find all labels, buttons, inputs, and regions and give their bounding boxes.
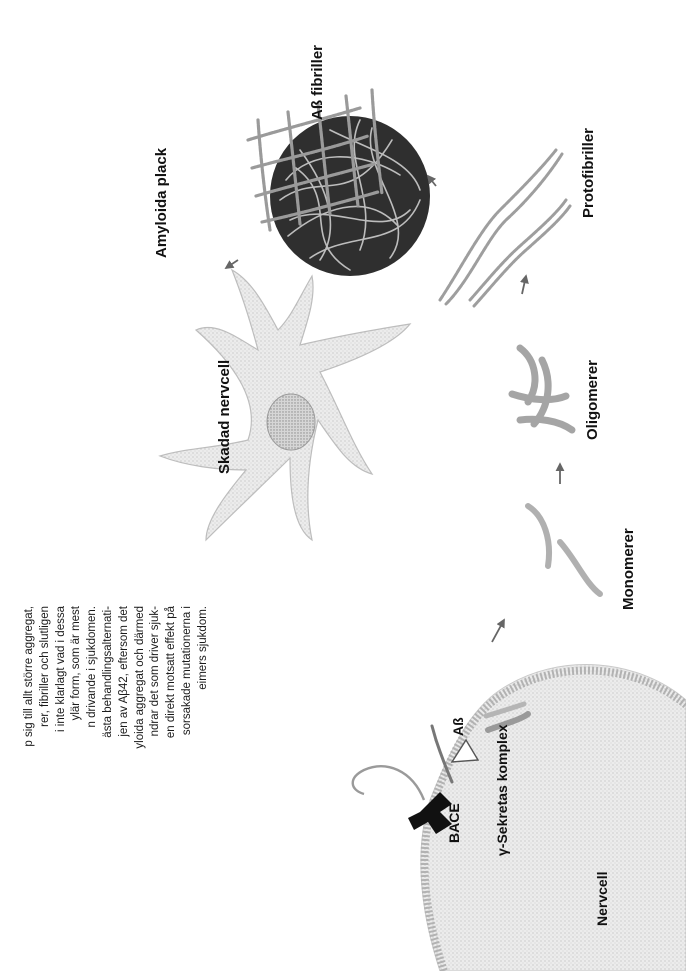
label-protofibriller: Protofibriller [581,128,596,218]
label-bace: BACE [447,803,461,843]
label-amyloida-plack: Amyloida plack [154,148,169,258]
text-line: ylär form, som är mest [69,606,85,966]
oligomers [512,348,572,430]
text-line: rer, fibriller och slutligen [38,606,54,966]
arrow-to-fibrils [428,176,436,186]
text-line: jen av Aβ42, eftersom det [117,606,133,966]
label-ab: Aß [451,717,465,736]
text-line: sorsakade mutationerna i [180,606,196,966]
damaged-neuron [160,270,410,540]
text-line: ästa behandlingsalternati- [101,606,117,966]
arrow-to-monomers [492,620,504,642]
text-line: n drivande i sjukdomen. [85,606,101,966]
protofibrils [440,150,570,306]
label-oligomerer: Oligomerer [585,360,600,440]
label-monomerer: Monomerer [621,528,636,610]
arrow-to-protofibrils [522,276,526,294]
neuron-nucleus [267,394,315,450]
monomers [528,506,600,594]
arrow-to-plaque [226,260,238,268]
text-line: ndrar det som driver sjuk- [148,606,164,966]
text-line: eimers sjukdom. [196,606,212,966]
description-text: p sig till allt större aggregat, rer, fi… [22,606,212,966]
text-line: en direkt motsatt effekt på [164,606,180,966]
label-nervcell: Nervcell [595,872,609,926]
label-ab-fibriller: Aß fibriller [310,45,325,120]
label-gamma-sekretas: γ-Sekretas komplex [495,724,509,856]
text-line: yloida aggregat och därmed [133,606,149,966]
text-line: i inte klarlagt vad i dessa [54,606,70,966]
label-skadad-nervcell: Skadad nervcell [217,360,232,474]
text-line: p sig till allt större aggregat, [22,606,38,966]
app-protein [353,766,424,800]
